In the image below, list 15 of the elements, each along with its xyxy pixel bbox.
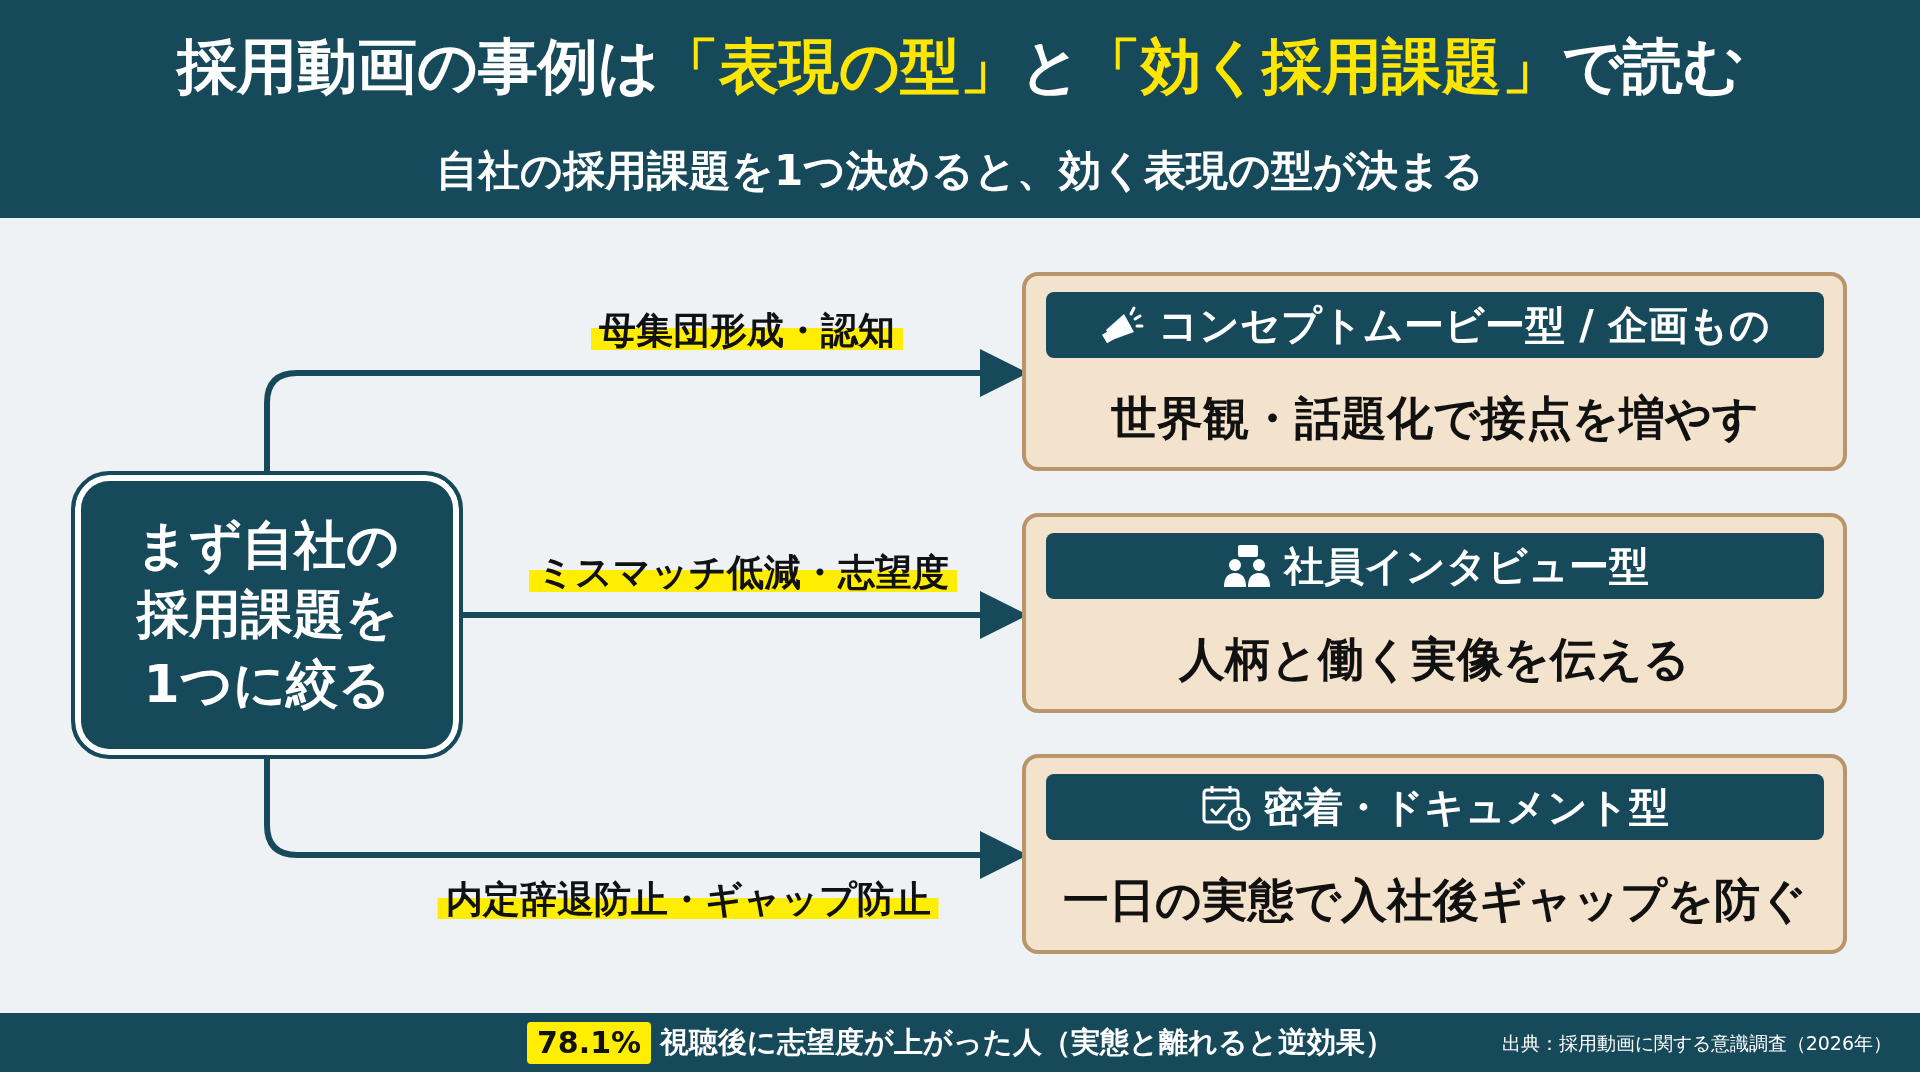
- stat-badge: 78.1%: [527, 1022, 652, 1064]
- card-body: 人柄と働く実像を伝える: [1177, 631, 1691, 688]
- card-heading: 社員インタビュー型: [1283, 541, 1649, 591]
- card-body: 一日の実態で入社後ギャップを防ぐ: [1061, 872, 1808, 929]
- category-card: [1022, 513, 1847, 713]
- category-card: [1022, 754, 1847, 954]
- process-box: まず自社の採用課題を1つに絞る: [71, 471, 463, 759]
- source-note: 出典：採用動画に関する意識調査（2026年）: [1501, 1032, 1892, 1056]
- title: 採用動画の事例は「表現の型」と「効く採用課題」で読む: [175, 30, 1745, 102]
- footnote: 視聴後に志望度が上がった人（実態と離れると逆効果）: [660, 1024, 1394, 1061]
- subtitle: 自社の採用課題を1つ決めると、効く表現の型が決まる: [434, 145, 1486, 197]
- card-heading: 密着・ドキュメント型: [1263, 782, 1669, 832]
- card-heading: コンセプトムービー型 / 企画もの: [1158, 300, 1770, 350]
- card-body: 世界観・話題化で接点を増やす: [1109, 390, 1760, 447]
- category-card: [1022, 272, 1847, 471]
